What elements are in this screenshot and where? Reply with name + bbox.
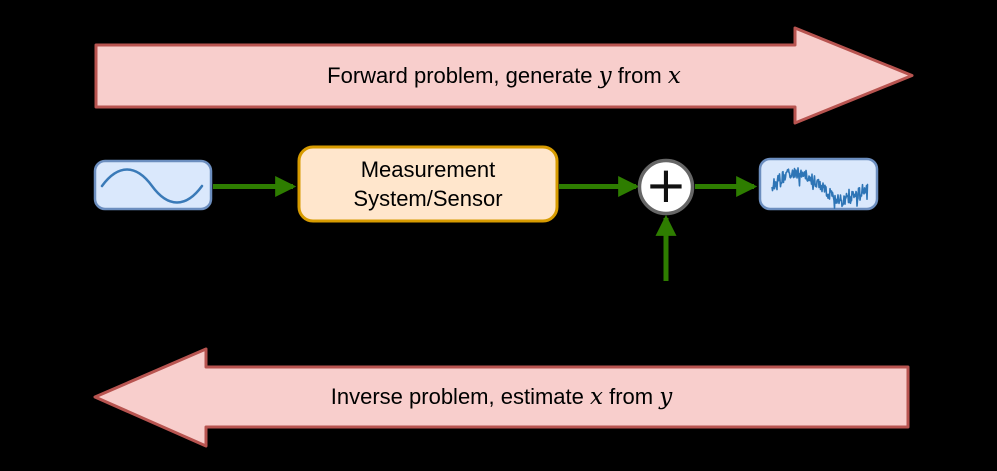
inverse-arrow-label: Inverse problem, estimate x from y: [95, 367, 908, 427]
sine-wave-icon: [100, 168, 204, 204]
inverse-arrow-shape: [93, 347, 910, 448]
forward-arrow-text: Forward problem, generate y from x: [327, 63, 681, 89]
inverse-label-pre: Inverse problem, estimate: [330, 384, 590, 409]
inverse-arrow-text: Inverse problem, estimate x from y: [331, 384, 672, 410]
forward-arrow-label: Forward problem, generate y from x: [96, 45, 912, 107]
plus-symbol: +: [645, 156, 687, 214]
measurement-label-line2: System/Sensor: [353, 186, 503, 211]
forward-label-pre: Forward problem, generate: [327, 63, 599, 88]
forward-var-y: y: [598, 63, 612, 89]
measurement-label-line1: Measurement: [360, 157, 496, 182]
inverse-label-mid: from: [602, 384, 660, 409]
measurement-node: [297, 145, 559, 223]
noisy-sine-wave-icon: [771, 167, 869, 209]
forward-label-mid: from: [611, 63, 668, 88]
measurement-label: Measurement System/Sensor: [299, 147, 557, 221]
forward-arrow-shape: [94, 26, 914, 125]
input-signal-node: [93, 159, 213, 211]
forward-var-x: x: [667, 63, 681, 89]
inverse-var-x: x: [590, 384, 603, 410]
sum-node: [637, 158, 695, 216]
inverse-var-y: y: [659, 384, 673, 410]
